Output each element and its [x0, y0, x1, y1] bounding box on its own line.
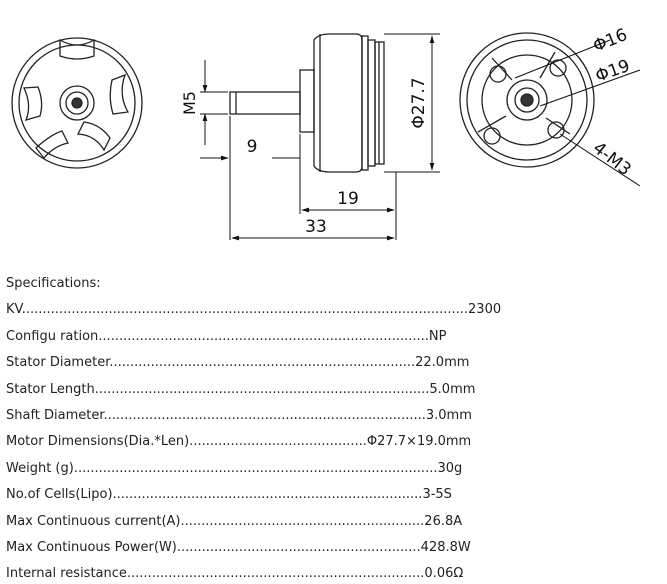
spec-configuration: Configu ration..........................… — [6, 329, 447, 344]
spec-cells: No.of Cells(Lipo).......................… — [6, 487, 452, 502]
dimension-lines — [200, 33, 440, 241]
dim-hole-16-label: Φ16 — [590, 25, 630, 57]
spec-stator-diameter: Stator Diameter.........................… — [6, 355, 470, 370]
specifications-title: Specifications: — [6, 276, 101, 291]
spec-shaft-diameter: Shaft Diameter..........................… — [6, 408, 472, 423]
spec-weight: Weight (g)..............................… — [6, 461, 463, 476]
spec-max-power: Max Continuous Power(W).................… — [6, 540, 471, 555]
dim-screws-label: 4-M3 — [589, 138, 635, 180]
dim-diameter-label: Φ27.7 — [409, 77, 429, 128]
dim-body-length-label: 19 — [337, 189, 359, 209]
spec-stator-length: Stator Length...........................… — [6, 382, 476, 397]
back-view-dimension-lines — [514, 39, 641, 187]
motor-front-view — [11, 37, 143, 169]
dim-shaft-length-label: 9 — [247, 137, 258, 157]
spec-internal-resistance: Internal resistance.....................… — [6, 566, 464, 581]
motor-technical-drawing: M5 9 19 33 Φ27.7 Φ16 Φ19 4-M3 — [11, 25, 641, 241]
dim-hole-19-label: Φ19 — [593, 56, 633, 87]
spec-kv: KV......................................… — [6, 302, 502, 317]
spec-max-current: Max Continuous current(A)...............… — [6, 514, 463, 529]
motor-side-view — [229, 33, 385, 173]
dim-shaft-label: M5 — [180, 91, 199, 115]
spec-motor-dimensions: Motor Dimensions(Dia.*Len)..............… — [6, 434, 472, 449]
dim-total-length-label: 33 — [305, 217, 327, 237]
motor-back-view — [459, 32, 595, 168]
